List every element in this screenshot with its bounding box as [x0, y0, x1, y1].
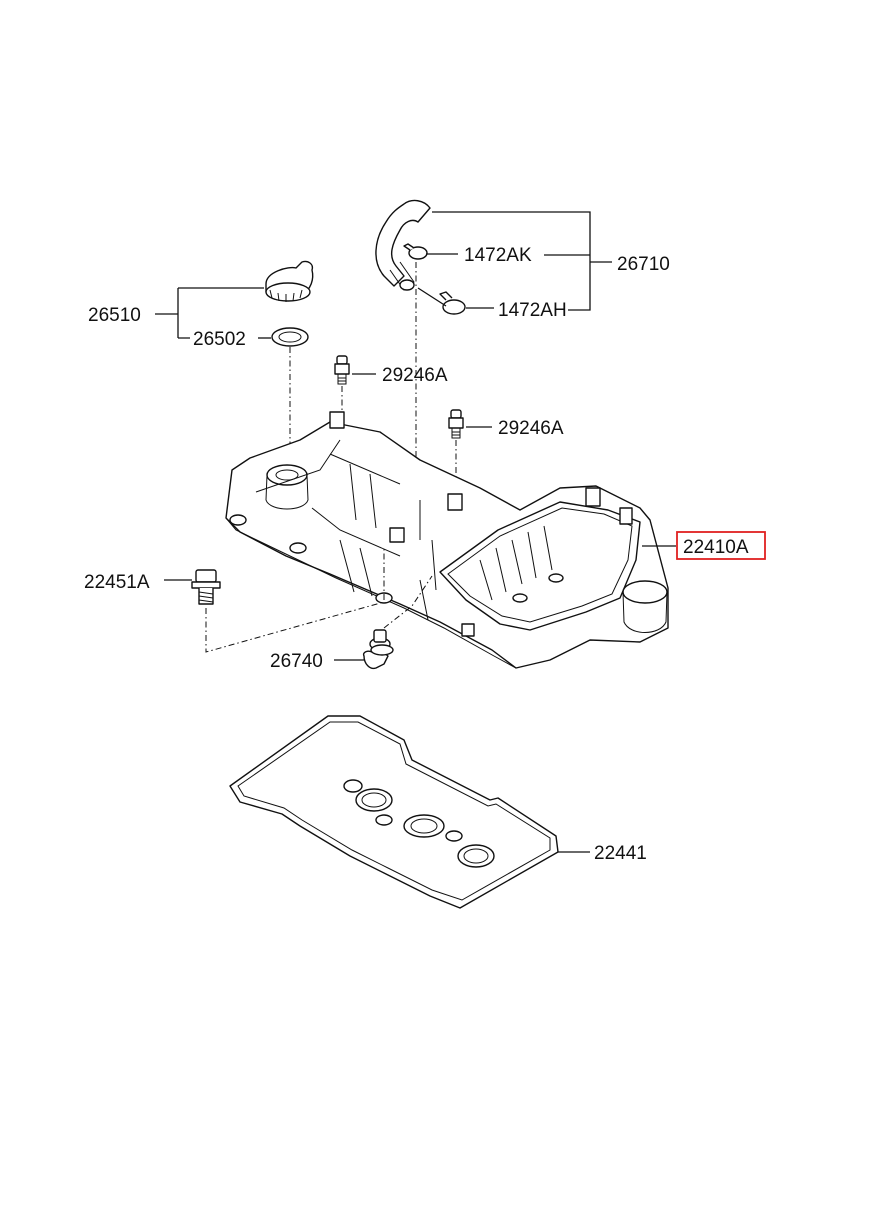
- cover-gasket-icon[interactable]: [229, 715, 559, 909]
- label-22451A: 22451A: [84, 572, 150, 593]
- leader-26510: [155, 287, 264, 339]
- breather-hose-icon[interactable]: [375, 199, 431, 291]
- leader-26710: [432, 211, 612, 311]
- label-26510[interactable]: 26510: [88, 305, 141, 326]
- label-26502: 26502: [193, 329, 246, 350]
- label-22441[interactable]: 22441: [594, 843, 647, 864]
- highlight-22410A: [676, 531, 766, 560]
- cap-gasket-icon[interactable]: [271, 327, 309, 347]
- clamp-upper-icon[interactable]: [403, 243, 428, 260]
- stud-upper-icon[interactable]: [334, 355, 350, 385]
- label-1472AH: 1472AH: [498, 300, 567, 321]
- label-26710[interactable]: 26710: [617, 254, 670, 275]
- cylinder-head-cover-icon[interactable]: [225, 411, 669, 669]
- label-22410A[interactable]: 22410A: [683, 537, 749, 558]
- clamp-lower-icon[interactable]: [439, 291, 466, 315]
- label-26740: 26740: [270, 651, 323, 672]
- label-29246A-lower: 29246A: [498, 418, 564, 439]
- stud-lower-icon[interactable]: [448, 409, 464, 439]
- bolt-icon[interactable]: [191, 569, 221, 605]
- label-1472AK: 1472AK: [464, 245, 532, 266]
- pcv-valve-icon[interactable]: [362, 629, 394, 670]
- oil-cap-icon[interactable]: [265, 260, 314, 302]
- label-29246A-upper: 29246A: [382, 365, 448, 386]
